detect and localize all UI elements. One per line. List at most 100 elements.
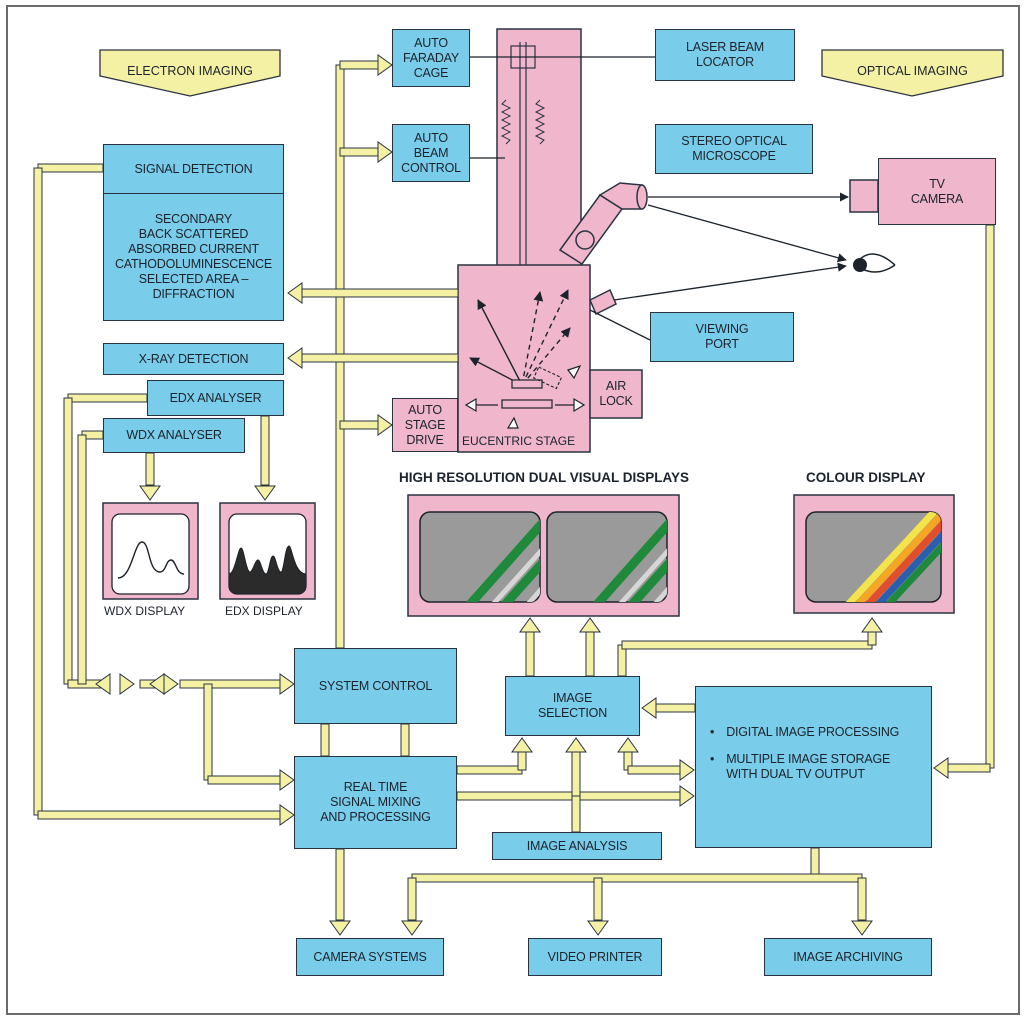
pipe-segment <box>627 765 681 775</box>
bullet-dot: • <box>710 725 715 739</box>
signal-detection-items-box: SECONDARY BACK SCATTERED ABSORBED CURREN… <box>103 193 284 321</box>
pipe-segment <box>593 877 603 921</box>
pipe-segment <box>617 644 627 677</box>
pipe-segment <box>339 60 379 70</box>
arrow-to-xray <box>287 347 303 369</box>
pipe-segment <box>456 765 523 775</box>
pipe-segment <box>63 397 73 685</box>
pipe-segment <box>77 434 87 685</box>
pipe-segment <box>985 224 995 769</box>
tv-camera-lens <box>849 179 879 213</box>
tv-camera-box: TV CAMERA <box>878 158 996 225</box>
auto-faraday-cage-box: AUTO FARADAY CAGE <box>392 29 470 87</box>
arrow-left-double <box>95 673 111 695</box>
coil-right <box>534 99 546 145</box>
stage-rotate-arrow-1 <box>567 364 582 380</box>
pipe-segment <box>179 679 281 689</box>
display-screen-right <box>546 511 668 603</box>
stage-platform <box>511 379 543 389</box>
electron-imaging-banner <box>99 49 281 97</box>
image-archiving-box: IMAGE ARCHIVING <box>764 938 932 976</box>
signal-detection-title-box: SIGNAL DETECTION <box>103 144 284 194</box>
bullet-dot: • <box>710 752 715 766</box>
wdx-trace <box>117 541 185 579</box>
stage-arrow-right-head <box>573 397 586 413</box>
pipe-segment <box>33 167 43 816</box>
pipe-segment <box>339 420 379 430</box>
pipe-segment <box>320 723 330 757</box>
optical-rays <box>470 56 849 341</box>
pipe-left-outer <box>37 163 104 173</box>
arrow-to-video-printer <box>587 920 609 936</box>
arrow-to-image-selection <box>511 737 533 753</box>
digital-bullet-2-text: MULTIPLE IMAGE STORAGE WITH DUAL TV OUTP… <box>726 752 891 781</box>
optical-imaging-banner <box>821 49 1004 97</box>
arrow-to-beam-control <box>377 141 393 163</box>
pipe-segment <box>947 763 991 773</box>
stage-arrow-left-head <box>464 397 477 413</box>
pipe-segment <box>260 415 270 486</box>
stage-base <box>501 399 553 409</box>
colour-display-heading: COLOUR DISPLAY <box>806 470 926 485</box>
pipe-segment <box>857 877 867 921</box>
pipe-segment <box>517 749 527 771</box>
viewing-port-tube <box>589 288 617 316</box>
pipe-segment <box>339 147 379 157</box>
stereo-optical-microscope-box: STEREO OPTICAL MICROSCOPE <box>655 124 813 174</box>
arrow-to-colour-display <box>861 617 883 633</box>
pipe-segment <box>571 795 581 833</box>
pipe-segment <box>525 631 535 677</box>
pipe-segment <box>301 353 459 363</box>
arrow-bus-to-camera <box>401 920 423 936</box>
edx-display-label: EDX DISPLAY <box>225 604 303 618</box>
display-screen-left <box>419 511 541 603</box>
stripes-right <box>588 517 667 602</box>
pipe-segment <box>145 452 155 486</box>
arrow-to-camera-systems <box>329 920 351 936</box>
system-control-box: SYSTEM CONTROL <box>294 648 457 724</box>
arrow-to-real-time <box>279 804 295 826</box>
beam-column <box>496 28 582 270</box>
arrow-to-real-time-2 <box>279 769 295 791</box>
arrow-to-digital <box>679 785 695 807</box>
arrow-to-dual-left <box>519 617 541 633</box>
eye-icon <box>853 253 896 273</box>
digital-processing-box: • DIGITAL IMAGE PROCESSING • MULTIPLE IMAG… <box>695 686 932 848</box>
air-lock-housing <box>589 369 643 419</box>
arrow-to-digital-2 <box>679 759 695 781</box>
electron-imaging-label: ELECTRON IMAGING <box>127 64 253 78</box>
pipe-segment <box>621 640 873 650</box>
specimen-chamber <box>457 264 591 453</box>
pipe-segment <box>400 723 410 757</box>
optical-imaging-label: OPTICAL IMAGING <box>857 64 968 78</box>
arrow-camera-to-digital <box>933 757 949 779</box>
camera-systems-box: CAMERA SYSTEMS <box>296 938 444 976</box>
arrow-to-image-archiving <box>851 920 873 936</box>
stage-rotate-arrow-2 <box>506 416 519 429</box>
air-lock-label: AIR LOCK <box>599 379 633 408</box>
edx-spectrum <box>229 545 306 594</box>
pipe-segment <box>456 791 681 801</box>
pipe-output-bus <box>411 873 863 883</box>
arrow-digital-to-selection <box>641 697 657 719</box>
dual-display-heading: HIGH RESOLUTION DUAL VISUAL DISPLAYS <box>399 470 690 485</box>
real-time-processing-box: REAL TIME SIGNAL MIXING AND PROCESSING <box>294 756 457 849</box>
digital-bullet-1-text: DIGITAL IMAGE PROCESSING <box>726 725 900 739</box>
pipes <box>33 54 995 936</box>
arrow-to-image-selection-2 <box>617 737 639 753</box>
auto-beam-control-box: AUTO BEAM CONTROL <box>392 124 470 182</box>
arrow-to-wdx-display <box>139 485 161 501</box>
arrow-to-dual-right <box>579 617 601 633</box>
arrow-to-signal-detection <box>287 282 303 304</box>
arrow-to-edx-display <box>254 485 276 501</box>
pipe-segment <box>407 877 417 921</box>
eucentric-stage-label: EUCENTRIC STAGE <box>462 434 576 448</box>
wdx-analyser-box: WDX ANALYSER <box>103 418 245 453</box>
digital-bullet-1: • DIGITAL IMAGE PROCESSING <box>710 725 899 740</box>
colour-stripes <box>842 512 941 602</box>
arrow-analysis-up <box>565 737 587 753</box>
pipe-segment <box>203 683 213 781</box>
pipe-segment <box>867 631 877 646</box>
pipe-segment <box>301 288 459 298</box>
